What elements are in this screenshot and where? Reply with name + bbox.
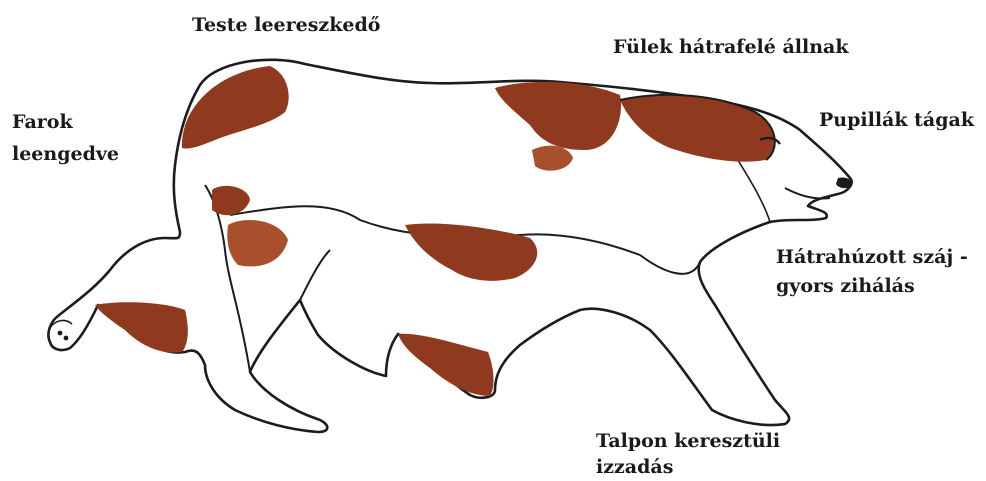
- label-tail-down-line1: Farok: [12, 111, 73, 134]
- label-body-low: Teste leereszkedő: [192, 14, 380, 37]
- label-ears-back: Fülek hátrafelé állnak: [613, 36, 849, 59]
- label-mouth-line2: gyors zihálás: [776, 275, 915, 298]
- label-tail-down-line2: leengedve: [12, 143, 119, 166]
- label-mouth-line1: Hátrahúzott száj -: [776, 246, 968, 269]
- tail-patch: [95, 302, 188, 352]
- label-pupils: Pupillák tágak: [819, 109, 974, 132]
- label-paw-sweat-line1: Talpon keresztüli: [596, 430, 780, 453]
- paw-toe: [64, 336, 69, 341]
- paw-toe: [58, 331, 63, 336]
- label-paw-sweat-line2: izzadás: [596, 456, 673, 479]
